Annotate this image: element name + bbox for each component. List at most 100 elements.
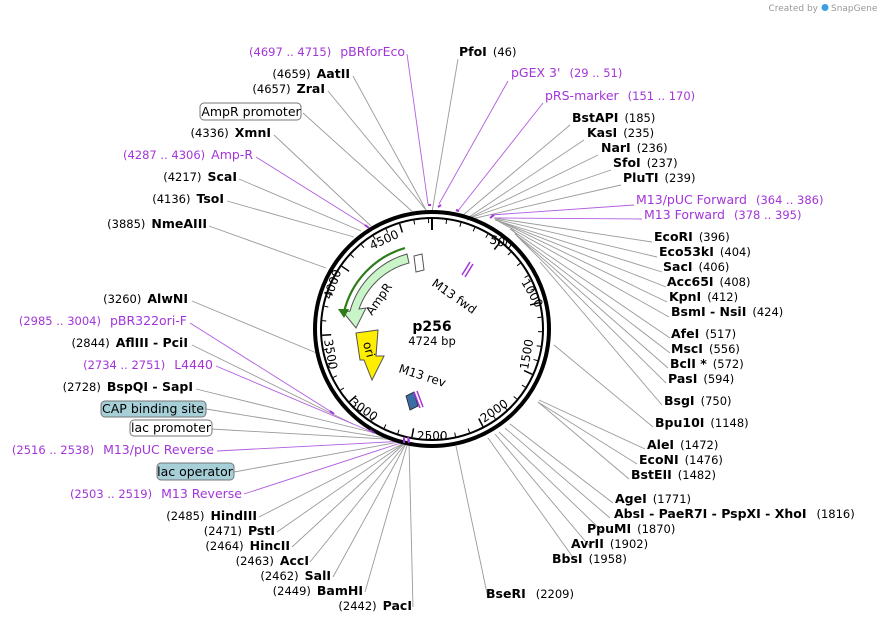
lac-operator-box — [156, 462, 235, 481]
primer-label: M13/pUC Forward(364 .. 386) — [636, 192, 823, 207]
major-tick — [322, 334, 332, 337]
site-label: (4657)ZraI — [252, 81, 325, 96]
site-label: PfoI(46) — [459, 44, 516, 59]
site-label: (2471)PstI — [204, 523, 275, 538]
site-label: BclI *(572) — [670, 356, 744, 371]
primer-label: (2503 .. 2519)M13 Reverse — [70, 486, 242, 501]
site-label: NarI(236) — [601, 140, 668, 155]
minor-tick — [472, 227, 476, 232]
site-label: (3260)AlwNI — [103, 291, 188, 306]
minor-tick — [507, 251, 512, 256]
minor-tick — [328, 291, 333, 294]
primer-label: pGEX 3'(29 .. 51) — [511, 65, 622, 80]
minor-tick — [533, 358, 538, 362]
minor-tick — [524, 275, 529, 278]
primer-label: pRS-marker(151 .. 170) — [545, 88, 695, 103]
backbone-outer-ring — [313, 210, 551, 448]
site-label: Eco53kI(404) — [659, 244, 751, 259]
tick-label-4000: 4000 — [321, 268, 345, 301]
major-tick — [348, 395, 357, 403]
minor-tick — [372, 235, 376, 240]
right-leader-lines — [431, 58, 671, 599]
right-site-labels: PfoI(46) pGEX 3'(29 .. 51) pRS-marker(15… — [459, 44, 855, 601]
ampr-dark-arc — [342, 246, 406, 313]
minor-tick — [521, 384, 526, 388]
site-label: AgeI(1771) — [615, 491, 691, 506]
ampr-dark-arrowhead — [338, 309, 349, 318]
site-label: PasI(594) — [668, 371, 734, 386]
primer-label: (2985 .. 3004)pBR322ori-F — [19, 313, 187, 328]
m13-rev-primer-line-a — [413, 391, 421, 409]
credit-prefix: Created by — [768, 4, 818, 14]
site-label: EcoRI(396) — [654, 229, 730, 244]
tick-marks — [322, 219, 542, 439]
credit-brand: SnapGene — [831, 4, 878, 14]
minor-tick — [445, 219, 448, 225]
site-label: (4659)AatII — [272, 66, 350, 81]
site-label: BstEII(1482) — [631, 467, 716, 482]
minor-tick — [492, 415, 496, 420]
ampr-promoter-box — [413, 253, 425, 273]
site-label: (4136)TsoI — [152, 191, 224, 206]
lac-operator-label: lac operator — [157, 464, 234, 479]
site-label: Bpu10I(1148) — [655, 415, 749, 430]
major-tick — [411, 428, 415, 438]
plasmid-name: p256 — [412, 319, 451, 335]
primer-label: (2516 .. 2538)M13/pUC Reverse — [12, 442, 214, 457]
left-site-labels: (4697 .. 4715)pBRforEco (4659)AatII (465… — [12, 44, 412, 613]
site-label: (2844)AflIII - PciI — [71, 335, 188, 350]
site-label: AleI(1472) — [647, 437, 718, 452]
ampr-feature-arrow — [342, 253, 410, 329]
major-tick — [341, 265, 350, 272]
tick-label-2500: 2500 — [417, 429, 448, 443]
major-tick — [523, 369, 533, 375]
tick-label-500: 500 — [488, 232, 514, 251]
minor-tick — [350, 254, 355, 258]
minor-tick — [333, 278, 338, 281]
lac-promoter-box — [129, 419, 213, 437]
minor-tick — [324, 305, 329, 308]
primer-label: (4287 .. 4306)Amp-R — [123, 147, 253, 162]
tick-label-3000: 3000 — [347, 395, 380, 424]
minor-tick — [361, 244, 365, 249]
cap-binding-site-label: CAP binding site — [102, 401, 204, 416]
primer-label: (4697 .. 4715)pBRforEco — [249, 44, 405, 59]
site-label: AvrII(1902) — [571, 536, 648, 551]
major-tick — [529, 302, 540, 306]
minor-tick — [536, 345, 541, 347]
site-label: (4217)ScaI — [163, 169, 237, 184]
site-label: PluTI(239) — [623, 170, 695, 185]
minor-tick — [323, 348, 329, 351]
major-tick — [398, 223, 404, 233]
site-label: (2464)HincII — [205, 538, 290, 553]
site-label: KasI(235) — [587, 125, 654, 140]
site-label: AbsI - PaeR7I - PspXI - XhoI(1816) — [614, 506, 855, 521]
site-label: (4336)XmnI — [191, 125, 271, 140]
major-tick — [478, 418, 484, 427]
tick-label-4500: 4500 — [367, 227, 401, 253]
left-leader-lines — [189, 53, 429, 608]
lac-operator-feature — [405, 391, 419, 411]
m13-rev-primer-line-b — [416, 390, 424, 408]
site-label: (2728)BspQI - SapI — [63, 379, 193, 394]
site-label: Acc65I(408) — [667, 274, 750, 289]
m13-rev-label: M13 rev — [397, 362, 448, 390]
ampr-promoter-label: AmpR promoter — [201, 104, 301, 119]
site-label: (3885)NmeAIII — [107, 216, 207, 231]
ori-feature-arrow — [355, 329, 385, 382]
site-label: BstAPI(185) — [572, 110, 655, 125]
minor-tick — [467, 428, 471, 433]
site-label: KpnI(412) — [669, 289, 738, 304]
site-label: BbsI(1958) — [552, 551, 627, 566]
minor-tick — [485, 233, 489, 238]
ori-label: ori — [360, 340, 378, 359]
minor-tick — [530, 288, 535, 291]
major-tick — [493, 241, 501, 250]
minor-tick — [503, 406, 508, 411]
minor-tick — [340, 387, 345, 391]
snapgene-logo-icon — [821, 4, 829, 11]
site-label: (2485)HindIII — [166, 508, 257, 523]
minor-tick — [459, 222, 462, 227]
backbone-feature-marks — [329, 204, 522, 444]
